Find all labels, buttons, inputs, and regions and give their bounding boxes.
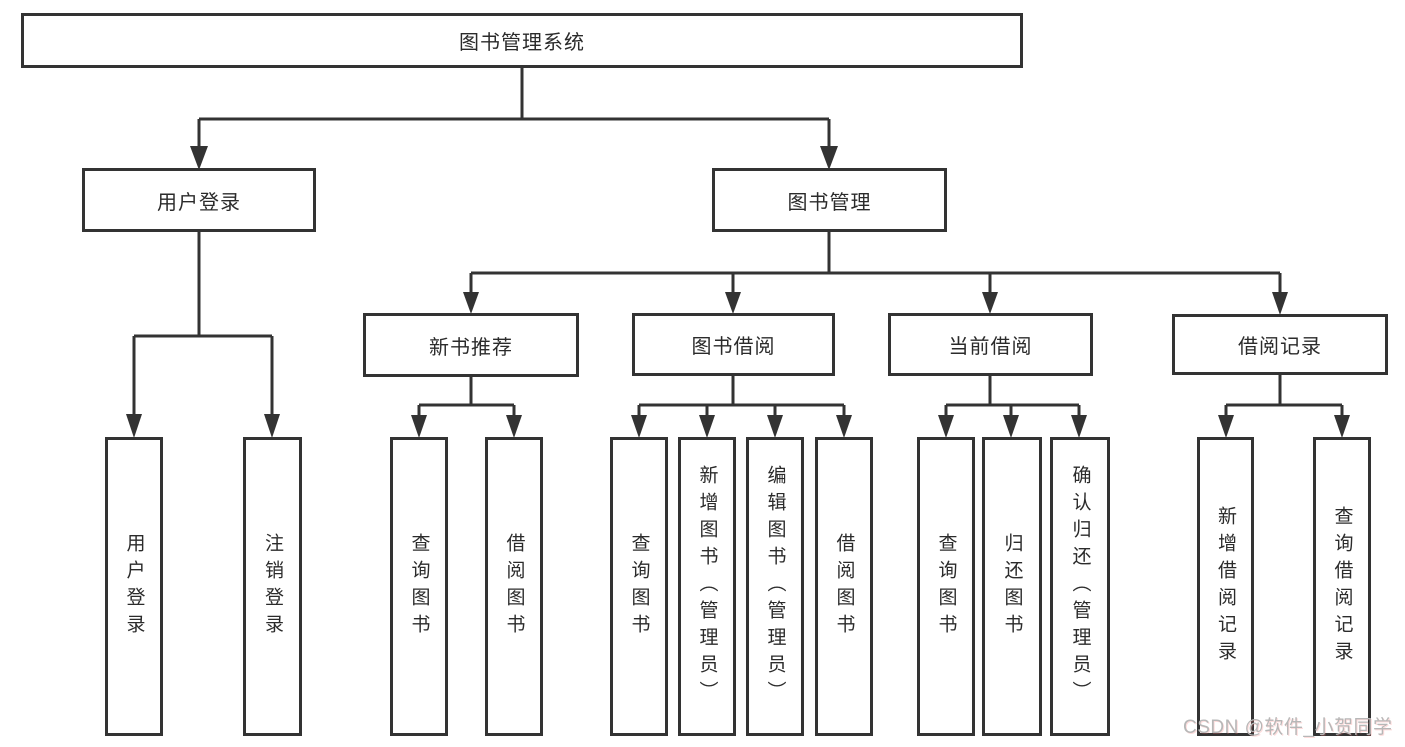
arrowhead (1272, 292, 1288, 315)
node-label: 确认归还（管理员） (1069, 465, 1091, 708)
node-book-borrowing: 图书借阅 (632, 313, 835, 376)
leaf-return-books: 归还图书 (982, 437, 1042, 736)
connector-root-to-level2 (190, 68, 838, 170)
leaf-edit-book-admin: 编辑图书（管理员） (746, 437, 804, 736)
arrowhead (820, 146, 838, 170)
connector-borrow-record-to-leaves (1218, 375, 1350, 438)
leaf-borrow-books: 借阅图书 (815, 437, 873, 736)
arrowhead (463, 292, 479, 314)
arrowhead (1334, 415, 1350, 438)
node-label: 查询图书 (935, 532, 957, 641)
arrowhead (699, 415, 715, 438)
leaf-borrow-books-recommend: 借阅图书 (485, 437, 543, 736)
node-new-book-recommendation: 新书推荐 (363, 313, 579, 377)
watermark: CSDN @软件_小贺同学 (1183, 717, 1393, 738)
leaf-add-borrow-record: 新增借阅记录 (1197, 437, 1254, 736)
leaf-logout: 注销登录 (243, 437, 302, 736)
arrowhead (264, 414, 280, 438)
node-label: 查询图书 (628, 532, 650, 641)
leaf-confirm-return-admin: 确认归还（管理员） (1050, 437, 1110, 736)
arrowhead (1218, 415, 1234, 438)
leaf-user-login: 用户登录 (105, 437, 163, 736)
node-user-login: 用户登录 (82, 168, 316, 232)
node-label: 新增图书（管理员） (696, 465, 718, 708)
node-label: 借阅图书 (503, 532, 525, 641)
arrowhead (725, 292, 741, 314)
arrowhead (126, 414, 142, 438)
node-label: 用户登录 (157, 191, 241, 214)
connector-book-management-to-level3 (463, 232, 1288, 315)
arrowhead (938, 415, 954, 438)
node-label: 新增借阅记录 (1215, 505, 1236, 668)
arrowhead (190, 146, 208, 170)
node-label: 借阅图书 (833, 532, 855, 641)
node-book-management: 图书管理 (712, 168, 947, 232)
node-label: 新书推荐 (429, 336, 513, 359)
node-label: 图书管理 (787, 191, 872, 214)
arrowhead (982, 292, 998, 314)
arrowhead (836, 415, 852, 438)
node-label: 图书管理系统 (459, 32, 585, 54)
arrowhead (1003, 415, 1019, 438)
node-borrowing-records: 借阅记录 (1172, 314, 1388, 375)
arrowhead (1071, 415, 1087, 438)
leaf-query-books-recommend: 查询图书 (390, 437, 448, 736)
node-label: 查询图书 (408, 532, 430, 641)
arrowhead (411, 415, 427, 438)
connector-current-borrow-to-leaves (938, 376, 1087, 438)
node-library-management-system: 图书管理系统 (21, 13, 1023, 68)
leaf-query-borrow-record: 查询借阅记录 (1313, 437, 1371, 736)
node-label: 借阅记录 (1238, 336, 1322, 358)
node-label: 图书借阅 (691, 336, 776, 358)
node-current-borrowing: 当前借阅 (888, 313, 1093, 376)
arrowhead (506, 415, 522, 438)
connector-book-borrow-to-leaves (631, 376, 852, 438)
node-label: 当前借阅 (948, 336, 1033, 358)
node-label: 用户登录 (123, 532, 145, 641)
node-label: 注销登录 (262, 532, 283, 641)
connector-new-book-to-leaves (411, 377, 522, 438)
leaf-query-books-borrow: 查询图书 (610, 437, 668, 736)
arrowhead (631, 415, 647, 438)
connector-user-login-to-leaves (126, 232, 280, 438)
leaf-query-books-current: 查询图书 (917, 437, 975, 736)
node-label: 归还图书 (1001, 532, 1023, 641)
arrowhead (767, 415, 783, 438)
leaf-add-book-admin: 新增图书（管理员） (678, 437, 736, 736)
node-label: 编辑图书（管理员） (764, 465, 786, 708)
node-label: 查询借阅记录 (1331, 505, 1353, 668)
